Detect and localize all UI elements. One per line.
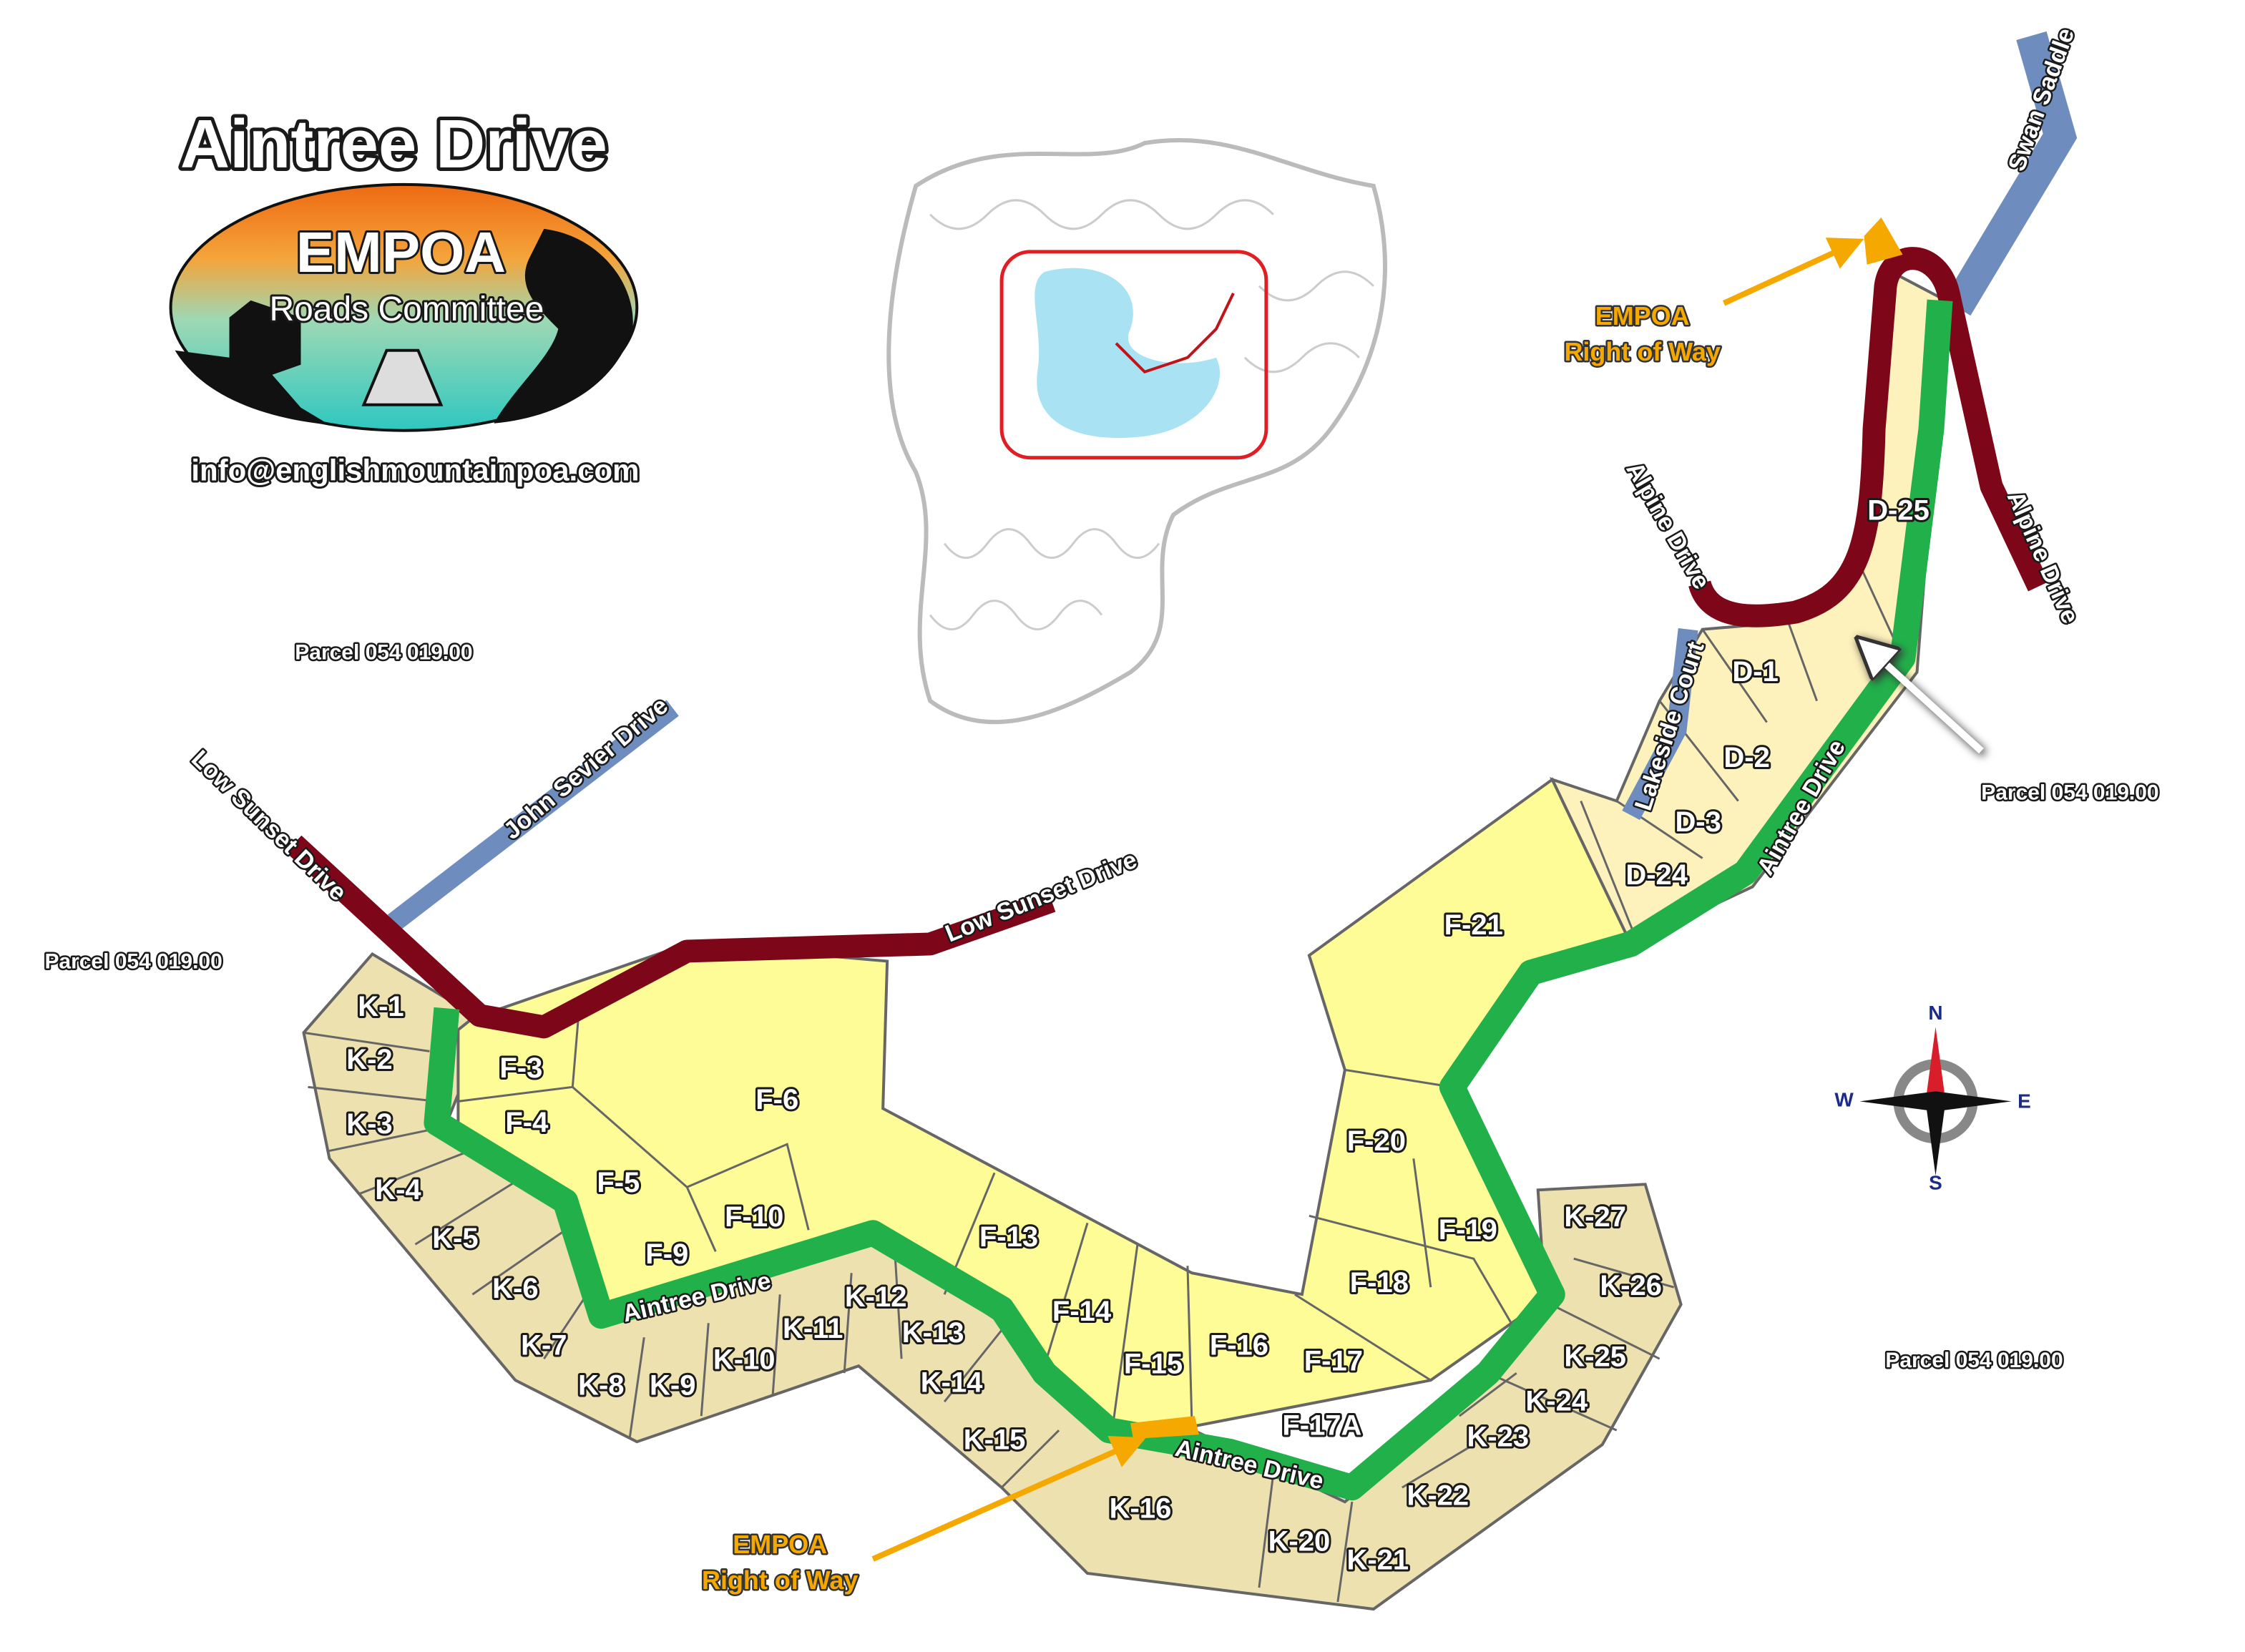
lot-label-k-12: K-12 (845, 1281, 907, 1313)
lot-label-f-21: F-21 (1444, 909, 1503, 941)
low-sunset-drive-road (285, 835, 1056, 1039)
lot-label-k-8: K-8 (578, 1370, 624, 1402)
compass-s: S (1929, 1172, 1942, 1194)
lot-label-f-17: F-17 (1304, 1346, 1363, 1377)
lot-label-d-25: D-25 (1867, 494, 1929, 526)
parcel-arrow (1872, 651, 1984, 754)
right-of-way-marker-north (1864, 217, 1903, 265)
lot-label-f-9: F-9 (645, 1238, 688, 1270)
lot-label-k-6: K-6 (492, 1273, 538, 1304)
parcel-label: Parcel 054 019.00 (1885, 1349, 2063, 1372)
road-label-alpine-drive: Alpine Drive (1620, 457, 1715, 594)
empoa-roads-committee-logo: EMPOA Roads Committee (169, 182, 639, 432)
lot-label-d-3: D-3 (1675, 806, 1721, 838)
lot-label-k-20: K-20 (1268, 1526, 1331, 1558)
right-of-way-arrow-north (1722, 238, 1864, 306)
lot-label-f-19: F-19 (1439, 1214, 1497, 1246)
alpine-drive-road (1688, 247, 2049, 627)
lot-label-f-13: F-13 (979, 1221, 1038, 1253)
lot-label-d-2: D-2 (1723, 742, 1769, 773)
compass-n: N (1928, 1002, 1942, 1024)
lot-label-k-26: K-26 (1600, 1270, 1662, 1301)
logo-org: EMPOA (296, 220, 506, 284)
overview-inset-map (886, 137, 1387, 725)
lot-label-k-25: K-25 (1564, 1341, 1626, 1373)
compass-e: E (2017, 1090, 2031, 1113)
lot-label-f-14: F-14 (1052, 1296, 1112, 1327)
logo-committee: Roads Committee (269, 290, 544, 328)
lot-label-k-9: K-9 (650, 1370, 695, 1402)
lot-label-k-15: K-15 (964, 1424, 1026, 1456)
lot-label-k-1: K-1 (358, 991, 403, 1022)
lot-label-f-17a: F-17A (1282, 1410, 1361, 1442)
lot-label-k-14: K-14 (921, 1367, 983, 1399)
lot-label-k-24: K-24 (1525, 1386, 1588, 1417)
john-sevier-drive-road (387, 700, 679, 931)
page-title: Aintree Drive (180, 106, 607, 182)
road-label-low-sunset-drive: Low Sunset Drive (941, 846, 1141, 948)
right-of-way-label-south: EMPOA (733, 1530, 827, 1559)
inset-highlight-box (999, 250, 1268, 460)
inset-development-roads (886, 137, 1387, 725)
lot-label-k-10: K-10 (713, 1344, 776, 1376)
lot-label-k-3: K-3 (346, 1108, 392, 1140)
right-of-way-label-north: Right of Way (1564, 337, 1720, 366)
road-icon (361, 348, 444, 406)
lot-label-f-4: F-4 (505, 1107, 549, 1138)
lakeside-court-road (1622, 628, 1698, 821)
lot-label-f-3: F-3 (499, 1052, 542, 1084)
treehouse-silhouette-icon (175, 300, 330, 425)
compass-rose-icon: N S W E (1834, 1002, 2030, 1194)
swan-saddle-road (1943, 31, 2078, 316)
lot-label-k-13: K-13 (902, 1317, 964, 1349)
lot-label-k-27: K-27 (1564, 1201, 1626, 1233)
lot-label-f-5: F-5 (597, 1167, 640, 1198)
inset-aintree-route (1115, 292, 1235, 374)
lot-label-k-22: K-22 (1407, 1480, 1469, 1512)
lot-label-f-16: F-16 (1210, 1330, 1268, 1362)
road-label-low-sunset-drive: Low Sunset Drive (186, 745, 351, 906)
lot-label-f-15: F-15 (1124, 1349, 1183, 1380)
right-of-way-label-south: Right of Way (702, 1565, 858, 1595)
lot-label-f-18: F-18 (1350, 1267, 1409, 1299)
lot-label-f-6: F-6 (755, 1084, 798, 1115)
lot-label-k-2: K-2 (346, 1044, 392, 1075)
parcel-label: Parcel 054 019.00 (1981, 781, 2158, 805)
right-of-way-label-north: EMPOA (1595, 301, 1690, 331)
contact-email[interactable]: info@englishmountainpoa.com (189, 451, 641, 489)
road-label-john-sevier-drive: John Sevier Drive (499, 692, 673, 845)
lot-label-k-7: K-7 (521, 1330, 567, 1362)
right-of-way-arrow-south (871, 1435, 1146, 1562)
parcel-label: Parcel 054 019.00 (295, 641, 472, 665)
inset-streets (929, 199, 1374, 631)
lot-label-f-10: F-10 (725, 1201, 783, 1233)
parcel-label: Parcel 054 019.00 (44, 949, 222, 973)
compass-w: W (1834, 1089, 1854, 1111)
aintree-drive-road (424, 299, 1953, 1501)
lot-label-k-16: K-16 (1110, 1493, 1172, 1525)
lot-label-k-23: K-23 (1467, 1422, 1529, 1453)
lot-label-k-11: K-11 (783, 1313, 843, 1344)
tree-silhouette-icon (494, 228, 633, 424)
lot-label-d-24: D-24 (1625, 859, 1688, 891)
lot-label-d-1: D-1 (1732, 656, 1778, 688)
right-of-way-marker-south (1130, 1416, 1199, 1440)
lot-label-k-4: K-4 (375, 1174, 421, 1206)
lot-label-k-21: K-21 (1347, 1545, 1409, 1576)
lot-label-k-5: K-5 (432, 1223, 478, 1254)
lot-label-f-20: F-20 (1347, 1125, 1406, 1157)
lot-boundaries (303, 564, 1904, 1603)
